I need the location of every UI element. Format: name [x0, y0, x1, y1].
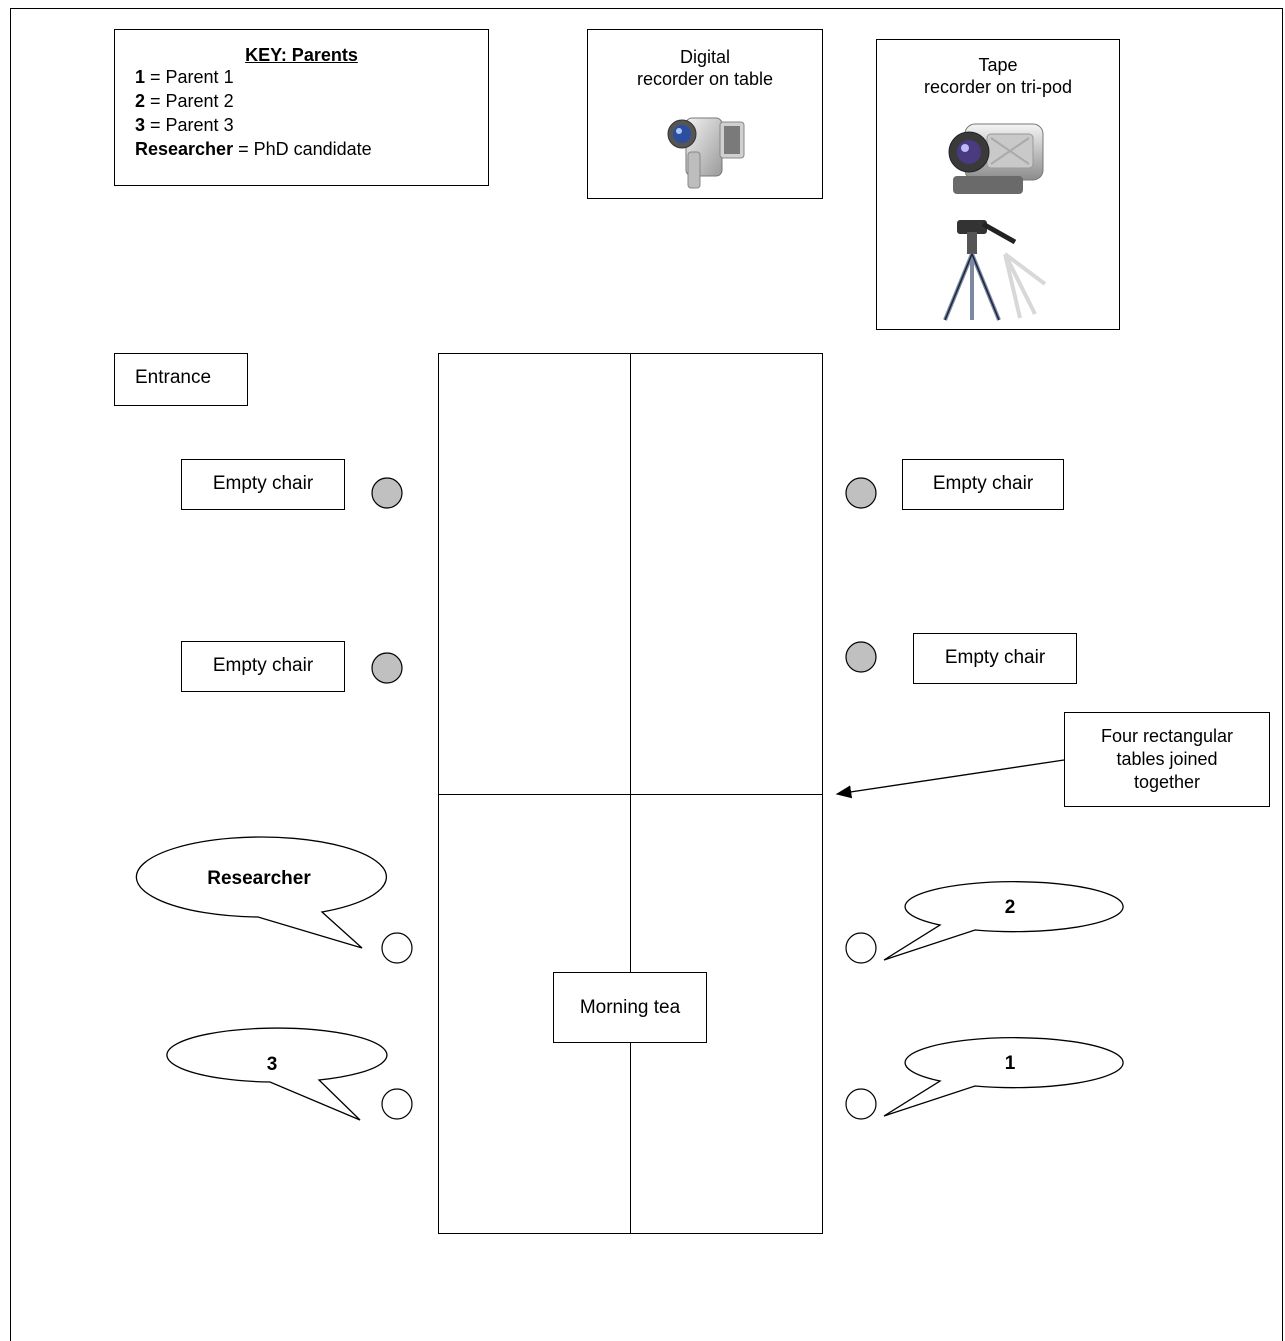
tripod-icon — [943, 220, 1047, 321]
tables-note-line2: tables joined — [1116, 749, 1218, 769]
camcorder-icon — [667, 117, 745, 189]
empty-chair-right-2 — [845, 641, 877, 673]
chair-parent-3 — [381, 1088, 413, 1120]
speech-bubble-parent-1: 1 — [883, 1037, 1124, 1117]
key-row-researcher: Researcher = PhD candidate — [135, 139, 372, 159]
bubble-label-parent-2: 2 — [1005, 897, 1016, 918]
empty-chair-label-left-2: Empty chair — [181, 641, 345, 692]
chair-parent-1 — [845, 1088, 877, 1120]
tape-recorder-box: Tape recorder on tri-pod — [876, 39, 1120, 330]
diagram-frame — [10, 8, 1283, 1341]
tape-recorder-label-line2: recorder on tri-pod — [923, 77, 1073, 97]
tables-note-line1: Four rectangular — [1100, 726, 1234, 746]
morning-tea-label: Morning tea — [579, 997, 681, 1018]
table-divider-horizontal — [439, 794, 822, 795]
key-row-parent-3: 3 = Parent 3 — [135, 115, 234, 135]
key-title: KEY: Parents — [245, 45, 358, 65]
joined-tables — [438, 353, 823, 1234]
speech-bubble-researcher: Researcher — [135, 836, 387, 949]
key-row-parent-2: 2 = Parent 2 — [135, 91, 234, 111]
camcorder-icon — [948, 123, 1044, 194]
tape-recorder-label-line1: Tape — [978, 55, 1018, 75]
digital-recorder-label-line1: Digital — [679, 47, 731, 67]
empty-chair-label-right-2: Empty chair — [913, 633, 1077, 684]
entrance-box: Entrance — [114, 353, 248, 406]
tables-note-box: Four rectangular tables joined together — [1064, 712, 1270, 807]
empty-chair-left-1 — [371, 477, 403, 509]
empty-chair-label-left-1: Empty chair — [181, 459, 345, 510]
digital-recorder-box: Digital recorder on table — [587, 29, 823, 199]
empty-chair-right-1 — [845, 477, 877, 509]
table-divider-vertical — [630, 354, 631, 1233]
key-row-parent-1: 1 = Parent 1 — [135, 67, 234, 87]
key-box: KEY: Parents 1 = Parent 1 2 = Parent 2 3… — [114, 29, 489, 186]
chair-parent-2 — [845, 932, 877, 964]
entrance-label: Entrance — [135, 367, 212, 388]
empty-chair-label-right-1: Empty chair — [902, 459, 1064, 510]
speech-bubble-parent-2: 2 — [883, 881, 1124, 961]
bubble-label-parent-1: 1 — [1005, 1053, 1016, 1074]
morning-tea-box: Morning tea — [553, 972, 707, 1043]
chair-researcher — [381, 932, 413, 964]
empty-chair-left-2 — [371, 652, 403, 684]
bubble-label-researcher: Researcher — [207, 868, 311, 889]
digital-recorder-label-line2: recorder on table — [636, 69, 774, 89]
speech-bubble-parent-3: 3 — [166, 1027, 388, 1121]
tables-note-line3: together — [1133, 772, 1201, 792]
bubble-label-parent-3: 3 — [267, 1054, 278, 1075]
tables-note-arrow — [835, 759, 1065, 799]
